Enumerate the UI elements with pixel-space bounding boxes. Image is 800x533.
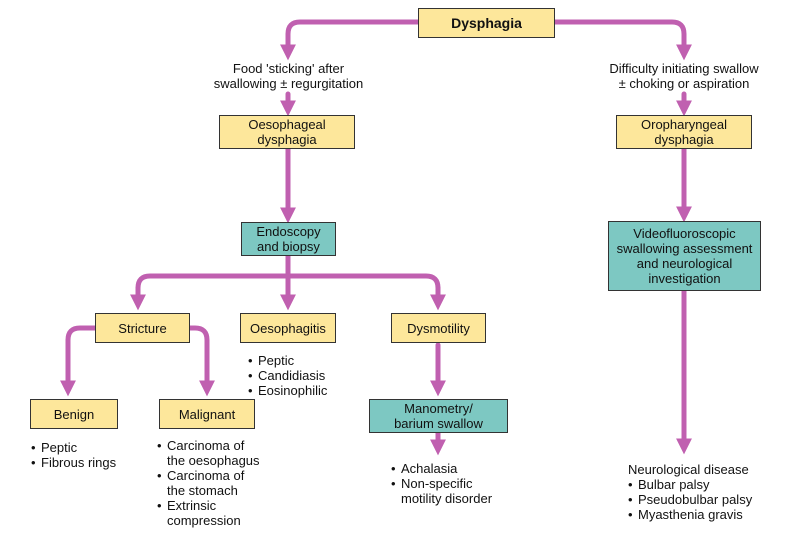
dysmotility-box: Dysmotility <box>391 313 486 343</box>
difficulty-initiating-label: Difficulty initiating swallow ± choking … <box>609 61 759 91</box>
list-item: Achalasia <box>391 461 492 476</box>
endoscopy-biopsy-box: Endoscopy and biopsy <box>241 222 336 256</box>
list-item: Extrinsic compression <box>157 498 260 528</box>
manometry-barium-box: Manometry/ barium swallow <box>369 399 508 433</box>
benign-causes-list: Peptic Fibrous rings <box>31 440 116 470</box>
arrow-to-benign <box>59 325 98 397</box>
neurological-disease-heading: Neurological disease <box>628 462 749 477</box>
list-item: Non-specific motility disorder <box>391 476 492 506</box>
malignant-causes-list: Carcinoma of the oesophagus Carcinoma of… <box>157 438 260 528</box>
list-item: Fibrous rings <box>31 455 116 470</box>
arrow-to-malignant <box>187 325 216 397</box>
benign-box: Benign <box>30 399 118 429</box>
oesophageal-dysphagia-box: Oesophageal dysphagia <box>219 115 355 149</box>
list-item: Peptic <box>248 353 327 368</box>
arrow-to-difficulty-initiating <box>552 19 693 61</box>
list-item: Bulbar palsy <box>628 477 752 492</box>
list-item: Candidiasis <box>248 368 327 383</box>
videofluoroscopic-box: Videofluoroscopic swallowing assessment … <box>608 221 761 291</box>
malignant-box: Malignant <box>159 399 255 429</box>
list-item: Pseudobulbar palsy <box>628 492 752 507</box>
list-item: Carcinoma of the oesophagus <box>157 438 260 468</box>
oesophagitis-causes-list: Peptic Candidiasis Eosinophilic <box>248 353 327 398</box>
list-item: Carcinoma of the stomach <box>157 468 260 498</box>
neurological-causes-list: Bulbar palsy Pseudobulbar palsy Myasthen… <box>628 477 752 522</box>
motility-disorders-list: Achalasia Non-specific motility disorder <box>391 461 492 506</box>
list-item: Eosinophilic <box>248 383 327 398</box>
dysphagia-box: Dysphagia <box>418 8 555 38</box>
oesophagitis-box: Oesophagitis <box>240 313 336 343</box>
stricture-box: Stricture <box>95 313 190 343</box>
list-item: Myasthenia gravis <box>628 507 752 522</box>
arrow-to-food-sticking <box>279 19 421 61</box>
list-item: Peptic <box>31 440 116 455</box>
food-sticking-label: Food 'sticking' after swallowing ± regur… <box>213 61 364 91</box>
oropharyngeal-dysphagia-box: Oropharyngeal dysphagia <box>616 115 752 149</box>
